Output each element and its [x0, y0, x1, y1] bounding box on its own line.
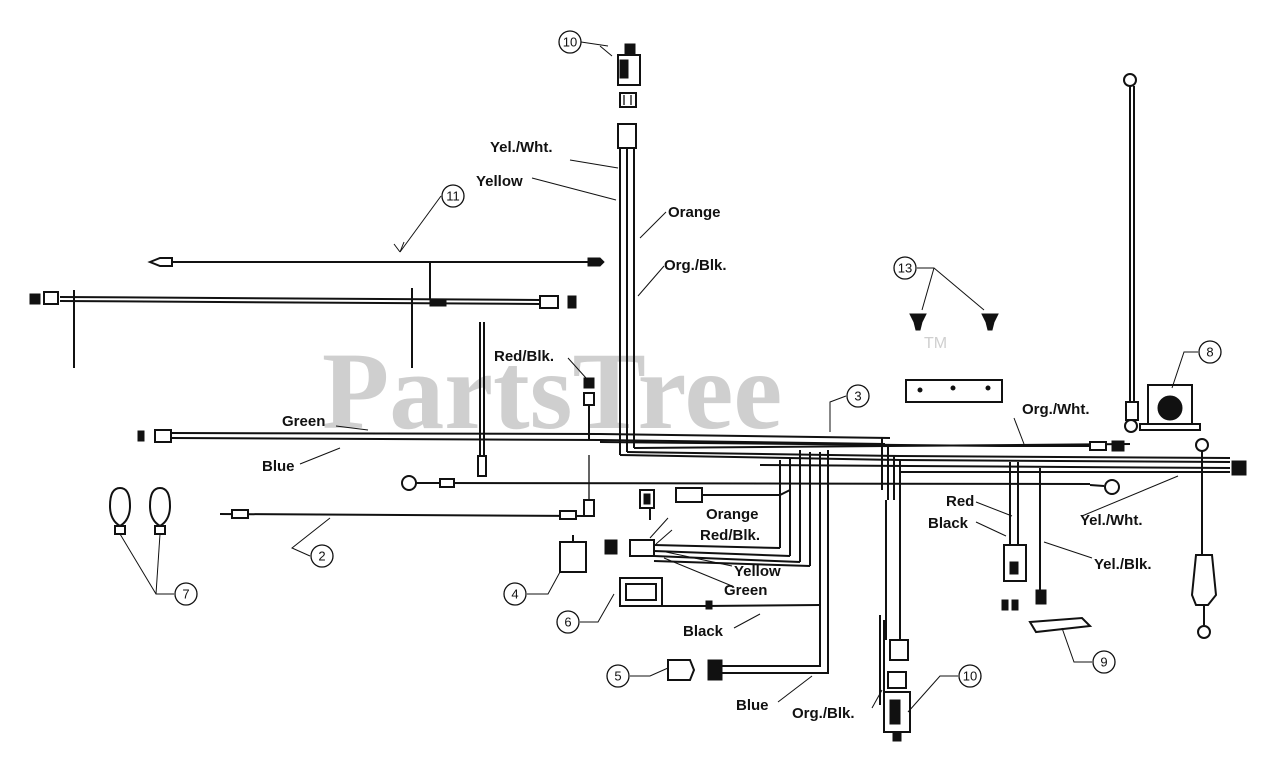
main-harness — [137, 429, 1247, 639]
wire-labels: Yel./Wht. Yellow Orange Org./Blk. Red/Bl… — [262, 139, 1152, 722]
svg-text:10: 10 — [563, 35, 577, 50]
label-yel-wht-top: Yel./Wht. — [490, 139, 553, 156]
mid-components — [559, 438, 911, 742]
callout-7: 7 — [174, 582, 198, 606]
label-orange-top: Orange — [668, 204, 721, 221]
svg-text:9: 9 — [1100, 655, 1107, 670]
svg-text:2: 2 — [318, 549, 325, 564]
callout-5: 5 — [606, 664, 630, 688]
label-red-right: Red — [946, 493, 974, 510]
svg-text:4: 4 — [511, 587, 518, 602]
label-green-mid: Green — [724, 582, 767, 599]
mounting-bracket — [905, 379, 1003, 403]
label-black-right: Black — [928, 515, 969, 532]
label-yel-wht-right: Yel./Wht. — [1080, 512, 1143, 529]
upper-harness — [29, 257, 605, 368]
short-wire — [219, 455, 595, 520]
callouts: 10 11 13 3 8 2 7 4 6 5 9 10 — [174, 30, 1222, 688]
callout-6: 6 — [556, 610, 580, 634]
svg-text:7: 7 — [182, 587, 189, 602]
callout-11: 11 — [441, 184, 465, 208]
label-blue-bottom: Blue — [736, 697, 769, 714]
callout-9: 9 — [1092, 650, 1116, 674]
push-pins — [909, 313, 999, 331]
svg-text:5: 5 — [614, 669, 621, 684]
vertical-harness — [617, 123, 637, 455]
label-yellow-mid: Yellow — [734, 563, 781, 580]
svg-text:3: 3 — [854, 389, 861, 404]
bulbs — [108, 486, 172, 535]
callout-3: 3 — [846, 384, 870, 408]
callout-2: 2 — [310, 544, 334, 568]
label-orange-mid: Orange — [706, 506, 759, 523]
callout-8: 8 — [1198, 340, 1222, 364]
callout-4: 4 — [503, 582, 527, 606]
callout-13: 13 — [893, 256, 917, 280]
svg-text:10: 10 — [963, 669, 977, 684]
red-blk-connector — [583, 377, 595, 440]
label-org-wht-right: Org./Wht. — [1022, 401, 1090, 418]
watermark: PartsTree — [322, 330, 782, 452]
svg-text:13: 13 — [898, 261, 912, 276]
svg-text:11: 11 — [446, 189, 460, 204]
leader-lines — [119, 41, 1198, 713]
label-yel-blk-right: Yel./Blk. — [1094, 556, 1152, 573]
label-blue-left: Blue — [262, 458, 295, 475]
svg-text:8: 8 — [1206, 345, 1213, 360]
top-switch — [617, 43, 641, 108]
callout-10-top: 10 — [558, 30, 582, 54]
right-connectors — [1001, 462, 1093, 634]
label-black-mid: Black — [683, 623, 724, 640]
ignition-switch — [1139, 384, 1201, 431]
svg-text:6: 6 — [564, 615, 571, 630]
label-org-blk-top: Org./Blk. — [664, 257, 727, 274]
callout-10-bottom: 10 — [958, 664, 982, 688]
fuse-wire — [477, 322, 487, 477]
ground-strap — [1123, 73, 1139, 433]
label-green-left: Green — [282, 413, 325, 430]
label-yellow-top: Yellow — [476, 173, 523, 190]
watermark-tm: TM — [924, 335, 947, 352]
label-red-blk-top: Red/Blk. — [494, 348, 554, 365]
label-red-blk-mid: Red/Blk. — [700, 527, 760, 544]
label-org-blk-bottom: Org./Blk. — [792, 705, 855, 722]
